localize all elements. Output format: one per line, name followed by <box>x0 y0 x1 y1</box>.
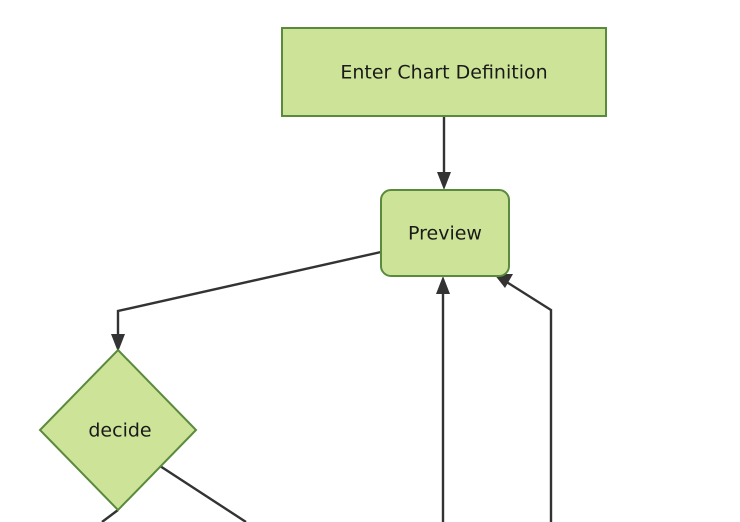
node-diamond[interactable] <box>38 348 198 512</box>
edge-preview-to-decide <box>111 250 382 352</box>
node-rectangle[interactable] <box>281 27 607 117</box>
edge-bottom-right-to-preview <box>494 274 553 522</box>
edge-line <box>116 250 382 338</box>
node-label: Preview <box>408 223 482 245</box>
arrow-head-icon <box>437 172 451 190</box>
node-label: Enter Chart Definition <box>340 62 547 84</box>
node-preview[interactable]: Preview <box>380 189 510 277</box>
edge-bottom-center-to-preview <box>436 276 450 522</box>
arrow-head-icon <box>494 274 513 288</box>
edge-enter-to-preview <box>437 116 451 190</box>
edge-line <box>101 509 119 522</box>
edge-decide-down-left <box>101 509 119 522</box>
edge-line <box>504 279 553 522</box>
edge-line <box>159 464 247 522</box>
arrow-head-icon <box>436 276 450 294</box>
node-rounded-rectangle[interactable] <box>380 189 510 277</box>
edge-decide-down-right <box>159 464 247 522</box>
node-label: decide <box>88 420 151 442</box>
node-enter-chart-definition[interactable]: Enter Chart Definition <box>281 27 607 117</box>
node-decide[interactable]: decide <box>38 348 198 512</box>
arrow-head-icon <box>111 334 125 352</box>
